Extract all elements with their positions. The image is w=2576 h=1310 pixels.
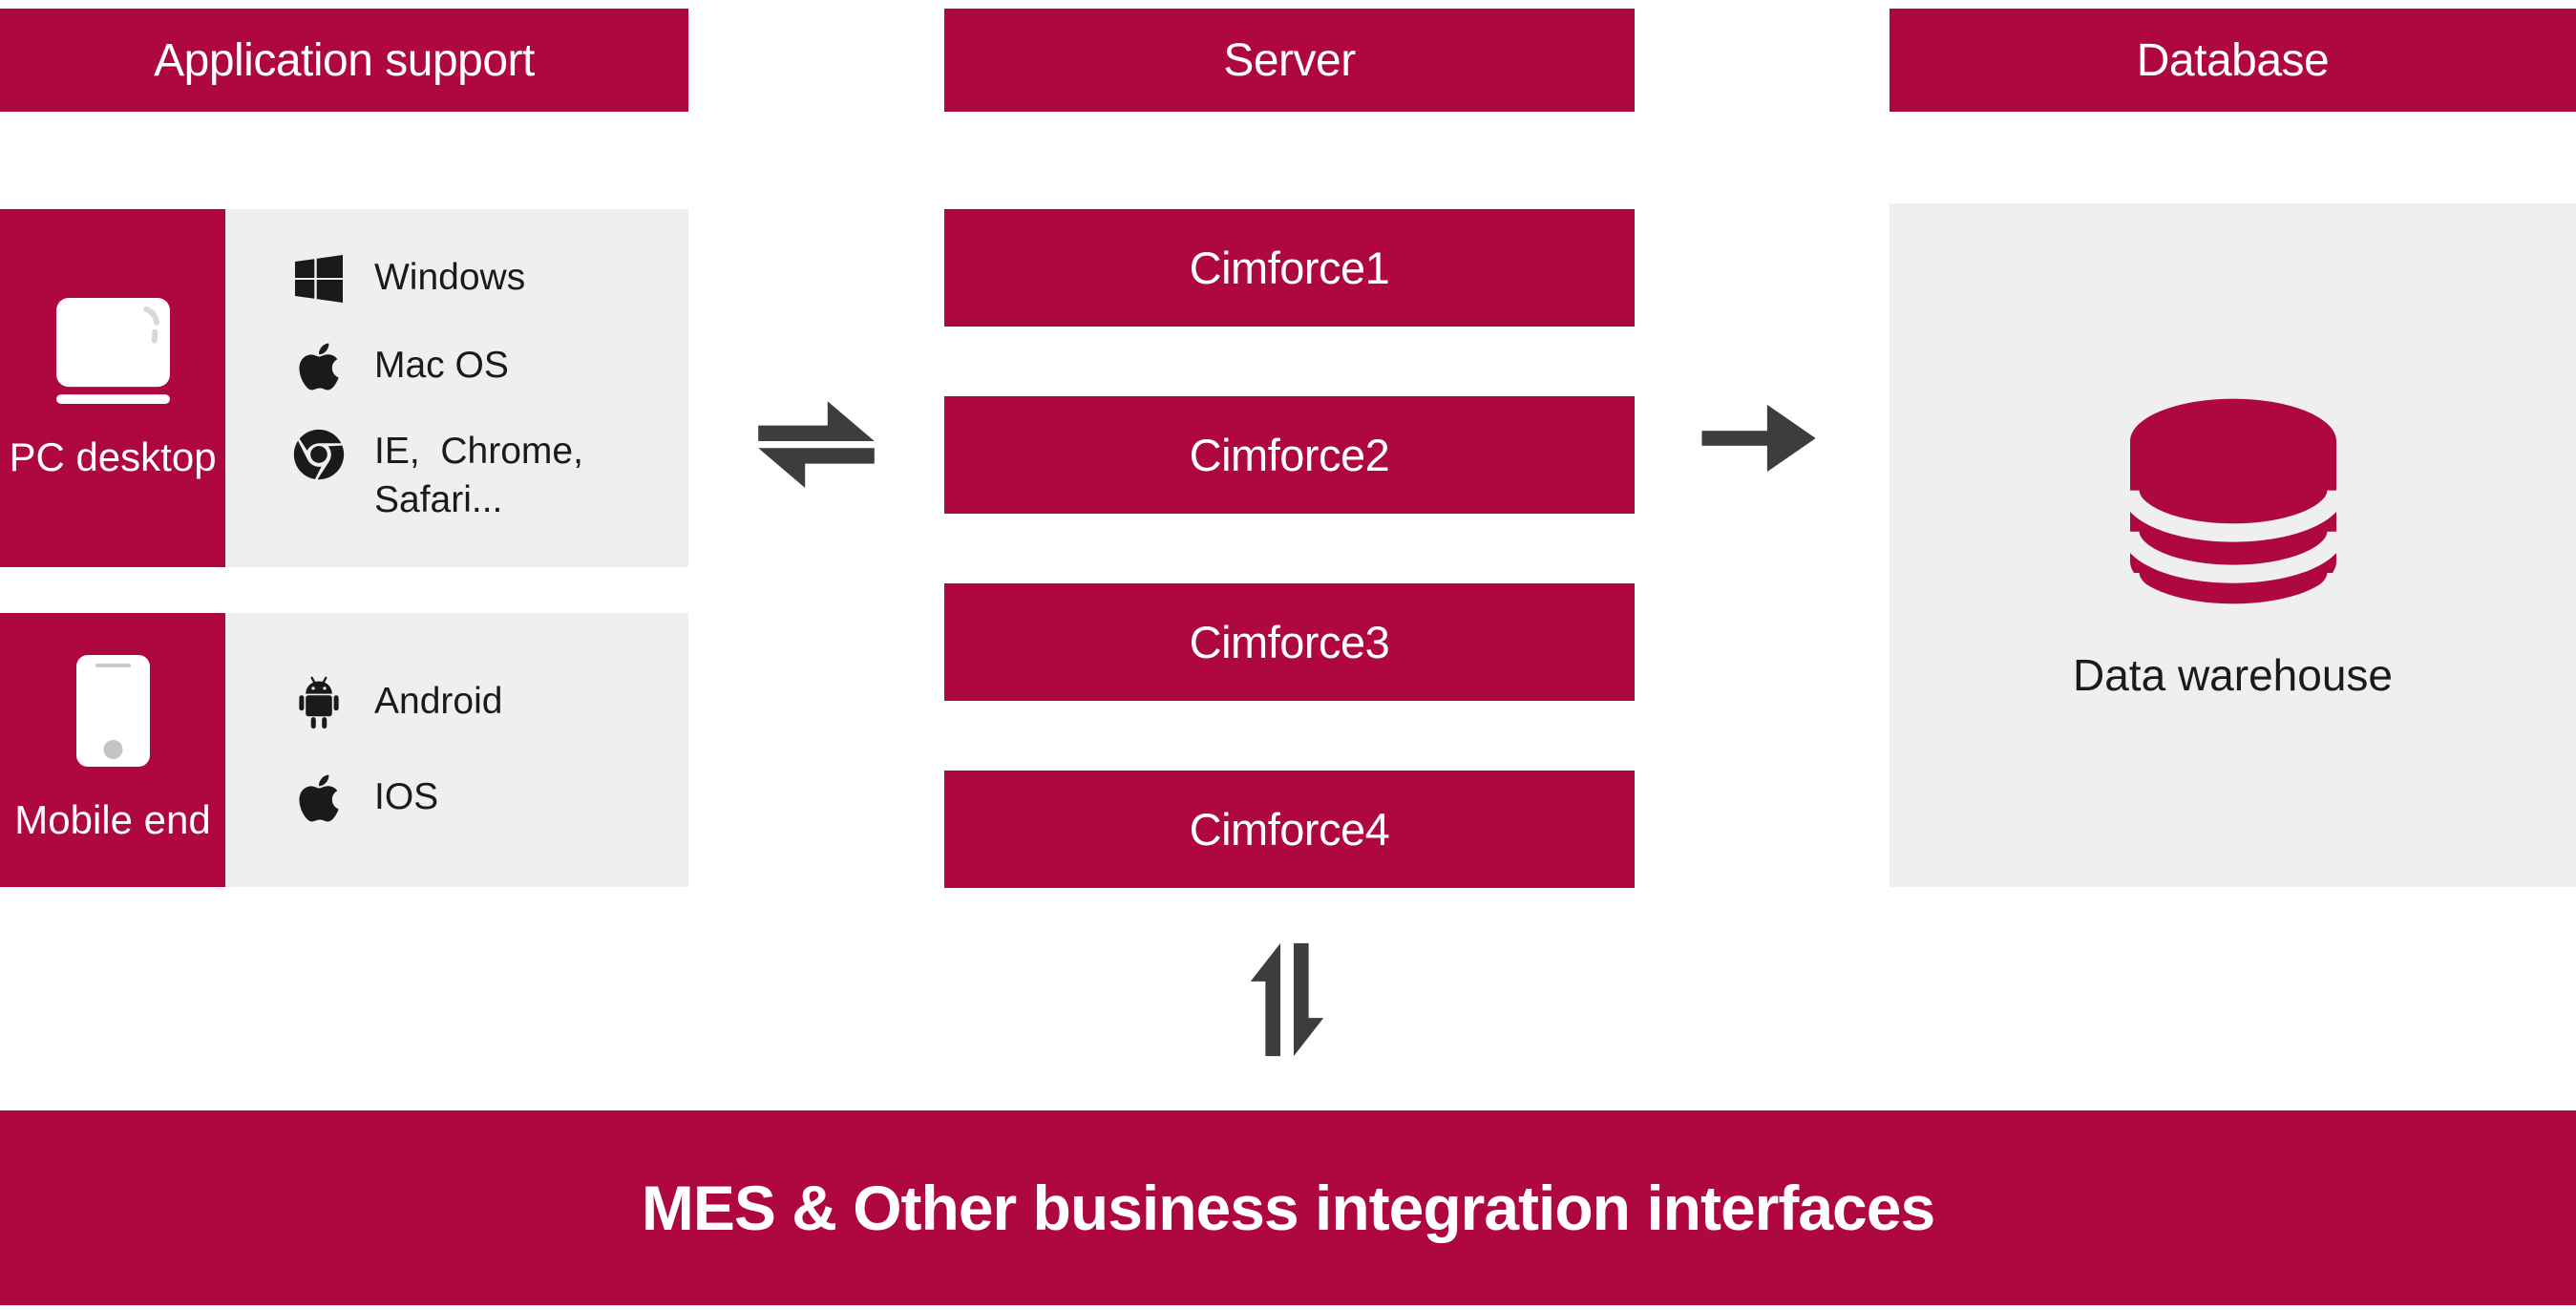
- chrome-icon: [292, 428, 346, 481]
- platform-row-browsers: IE, Chrome, Safari...: [292, 428, 688, 524]
- integration-banner: MES & Other business integration interfa…: [0, 1110, 2576, 1305]
- mobile-end-label: Mobile end: [14, 797, 211, 842]
- android-label: Android: [374, 681, 503, 723]
- server-title: Server: [1223, 34, 1356, 86]
- android-icon: [292, 676, 346, 729]
- application-support-title: Application support: [154, 34, 535, 86]
- apple-icon: [292, 340, 346, 393]
- windows-icon: [292, 252, 346, 306]
- windows-label: Windows: [374, 257, 526, 299]
- desktop-icon: [55, 298, 170, 404]
- pc-desktop-block: PC desktop Windows Mac OS: [0, 209, 688, 567]
- mobile-icon: [75, 655, 150, 767]
- database-panel: Data warehouse: [1890, 203, 2576, 887]
- pc-desktop-label: PC desktop: [9, 434, 217, 479]
- pc-desktop-panel: PC desktop: [0, 209, 225, 567]
- cimforce3-label: Cimforce3: [1189, 617, 1390, 667]
- mobile-end-panel: Mobile end: [0, 613, 225, 887]
- apple-icon: [292, 771, 346, 825]
- cimforce2-label: Cimforce2: [1189, 430, 1390, 480]
- platform-row-macos: Mac OS: [292, 340, 688, 393]
- cimforce4-label: Cimforce4: [1189, 804, 1390, 855]
- vertical-exchange-arrows-icon: [1250, 942, 1324, 1057]
- database-header: Database: [1890, 9, 2576, 112]
- server-node-cimforce2: Cimforce2: [944, 396, 1635, 514]
- server-node-cimforce4: Cimforce4: [944, 771, 1635, 888]
- arrow-right-icon: [1701, 404, 1816, 473]
- server-node-cimforce1: Cimforce1: [944, 209, 1635, 327]
- exchange-arrows-icon: [758, 401, 875, 488]
- ios-label: IOS: [374, 776, 439, 818]
- browsers-label: IE, Chrome, Safari...: [374, 430, 583, 520]
- database-icon: [2120, 398, 2346, 607]
- server-node-cimforce3: Cimforce3: [944, 583, 1635, 701]
- platform-row-android: Android: [292, 676, 688, 729]
- database-title: Database: [2136, 34, 2330, 86]
- server-header: Server: [944, 9, 1635, 112]
- mobile-end-block: Mobile end: [0, 613, 688, 887]
- macos-label: Mac OS: [374, 345, 509, 387]
- platform-row-ios: IOS: [292, 771, 688, 825]
- cimforce1-label: Cimforce1: [1189, 243, 1390, 293]
- integration-banner-text: MES & Other business integration interfa…: [641, 1173, 1935, 1243]
- data-warehouse-label: Data warehouse: [2073, 650, 2393, 700]
- application-support-header: Application support: [0, 9, 688, 112]
- mobile-platform-list: Android IOS: [225, 613, 688, 887]
- platform-row-windows: Windows: [292, 252, 688, 306]
- pc-platform-list: Windows Mac OS IE, Chrome, Safari...: [225, 209, 688, 567]
